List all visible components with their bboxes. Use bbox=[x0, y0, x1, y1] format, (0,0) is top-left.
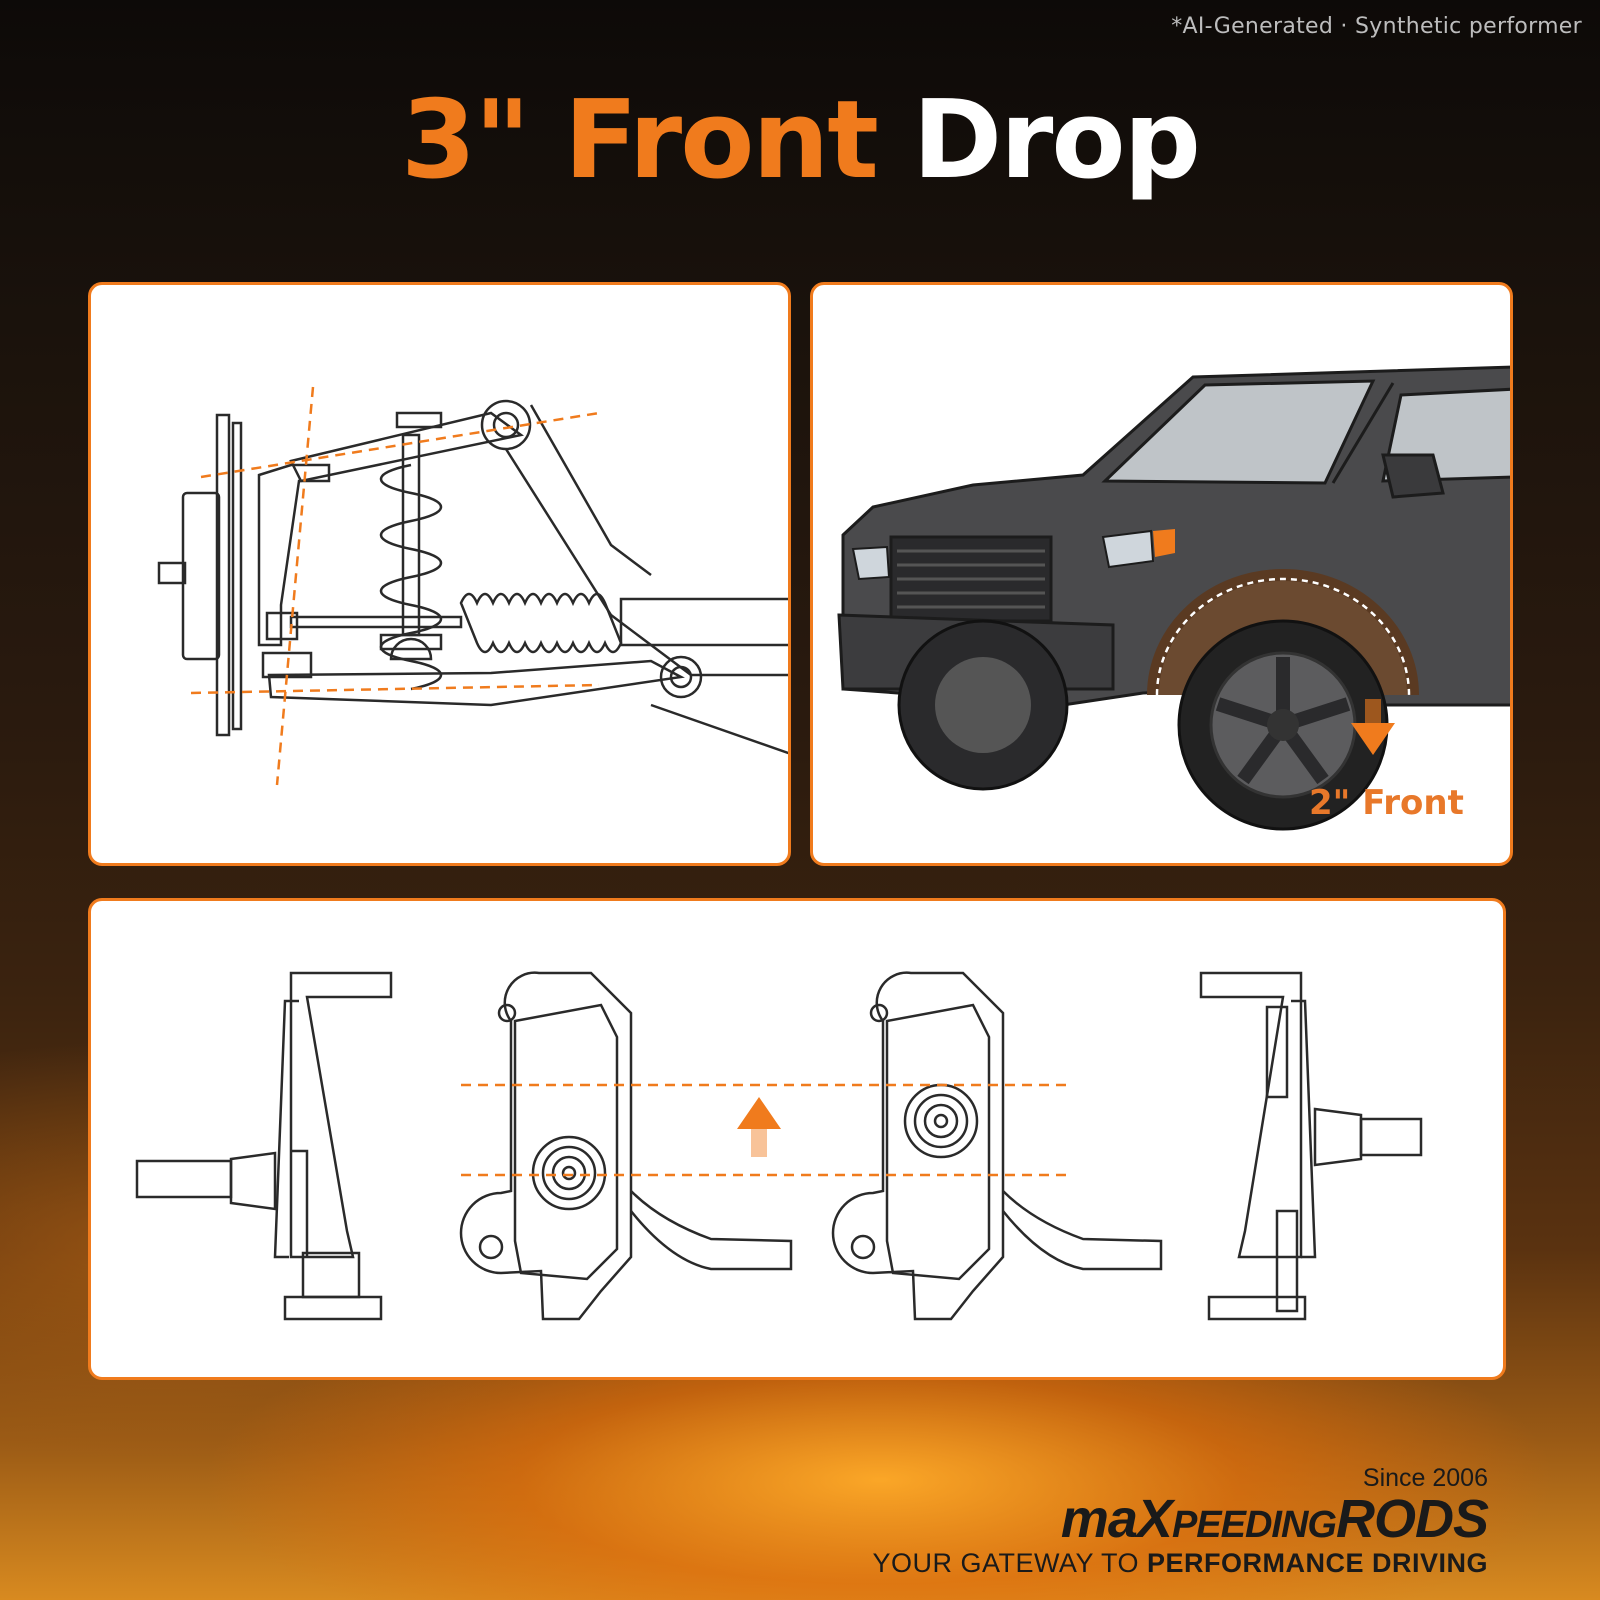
truck-illustration bbox=[837, 365, 1510, 831]
page-title: 3" Front Drop bbox=[0, 78, 1600, 203]
tagline: YOUR GATEWAY TO PERFORMANCE DRIVING bbox=[872, 1548, 1488, 1579]
title-white-part: Drop bbox=[912, 78, 1201, 203]
title-orange-part: 3" Front bbox=[401, 78, 879, 203]
spindle-diagram bbox=[135, 971, 1423, 1321]
suspension-diagram bbox=[157, 386, 788, 786]
brand-middle: PEEDING bbox=[1171, 1504, 1337, 1546]
brand-logo: maXPEEDINGRODS bbox=[1060, 1488, 1489, 1550]
spindle-comparison-panel bbox=[88, 898, 1506, 1380]
ai-watermark: *AI-Generated · Synthetic performer bbox=[1171, 14, 1582, 39]
brand-prefix: maX bbox=[1060, 1489, 1173, 1549]
suspension-diagram-panel bbox=[88, 282, 791, 866]
since-year: Since 2006 bbox=[1362, 1464, 1488, 1492]
brand-suffix: RODS bbox=[1335, 1489, 1489, 1549]
tagline-bold: PERFORMANCE DRIVING bbox=[1146, 1548, 1488, 1578]
tagline-normal: YOUR GATEWAY TO bbox=[872, 1548, 1147, 1578]
front-drop-label: 2" Front bbox=[1309, 783, 1464, 823]
truck-drop-panel: 2" Front bbox=[810, 282, 1513, 866]
